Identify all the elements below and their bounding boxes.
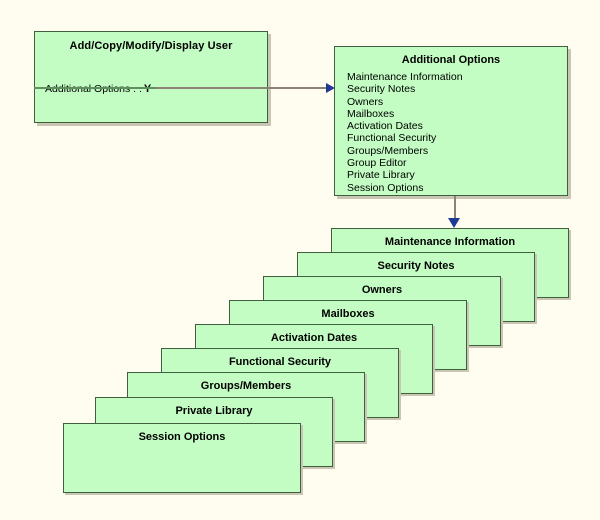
list-item[interactable]: Functional Security bbox=[347, 132, 437, 145]
arrow-down-icon bbox=[448, 218, 460, 228]
list-item[interactable]: Activation Dates bbox=[347, 120, 423, 133]
list-item[interactable]: Group Editor bbox=[347, 157, 407, 170]
list-item[interactable]: Private Library bbox=[347, 169, 415, 182]
cascade-card-label: Owners bbox=[361, 284, 403, 296]
cascade-card-label: Mailboxes bbox=[321, 308, 375, 320]
list-item[interactable]: Owners bbox=[347, 95, 384, 108]
additional-options-field: Additional Options . .Y bbox=[45, 83, 151, 95]
list-item[interactable]: Security Notes bbox=[347, 83, 416, 96]
cascade-card-label: Functional Security bbox=[228, 356, 332, 368]
connector-line-inner bbox=[34, 87, 156, 89]
additional-options-panel: Additional Options Maintenance Informati… bbox=[334, 46, 568, 196]
arrow-right-icon bbox=[326, 83, 335, 93]
cascade-card-label: Security Notes bbox=[377, 260, 455, 272]
list-item[interactable]: Maintenance Information bbox=[347, 71, 463, 83]
list-item[interactable]: Session Options bbox=[347, 181, 424, 194]
connector-line-horizontal bbox=[156, 87, 331, 89]
cascade-card-label: Session Options bbox=[138, 431, 226, 443]
source-screen-panel: Add/Copy/Modify/Display User Additional … bbox=[34, 31, 268, 123]
additional-options-list: Maintenance Information Security Notes O… bbox=[347, 71, 561, 194]
cascade-card-label: Groups/Members bbox=[200, 380, 292, 392]
additional-options-title: Additional Options bbox=[401, 54, 501, 66]
list-item[interactable]: Mailboxes bbox=[347, 107, 395, 120]
cascade-card-label: Maintenance Information bbox=[384, 236, 516, 248]
additional-options-label: Additional Options . . bbox=[45, 83, 142, 95]
connector-line-vertical bbox=[454, 196, 456, 220]
cascade-card-label: Private Library bbox=[175, 405, 253, 417]
cascade-card-label: Activation Dates bbox=[270, 332, 358, 344]
list-item[interactable]: Groups/Members bbox=[347, 144, 429, 157]
additional-options-value: Y bbox=[143, 83, 152, 95]
cascade-card-session-options[interactable]: Session Options bbox=[63, 423, 301, 493]
source-screen-title: Add/Copy/Modify/Display User bbox=[69, 40, 233, 52]
